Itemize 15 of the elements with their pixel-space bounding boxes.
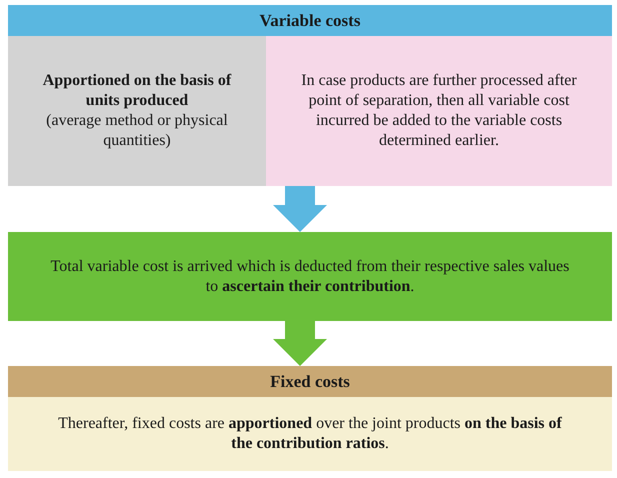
heading-text: Fixed costs	[270, 372, 350, 392]
body-text: Total variable cost is arrived which is deducted from their respective sales values to ascertain their contribution.	[50, 256, 570, 296]
body-text: (average method or physical quantities)	[45, 111, 229, 151]
body-text: Thereafter, fixed costs are apportioned over the joint products on the basis of the contribution ratios.	[57, 414, 563, 454]
block-arrow	[273, 321, 327, 366]
body-text: In case products are further processed after point of separation, then all variable cost incurred be added to the variable costs determined earlier.	[300, 71, 578, 151]
heading-text: Variable costs	[260, 10, 360, 30]
text-panel	[266, 36, 612, 186]
text-panel	[8, 397, 612, 471]
text-panel	[8, 36, 266, 186]
header-band	[8, 5, 612, 36]
text-panel	[8, 232, 612, 321]
heading-text: Apportioned on the basis of units produced	[42, 71, 232, 111]
header-band	[8, 366, 612, 397]
block-arrow	[273, 186, 327, 232]
